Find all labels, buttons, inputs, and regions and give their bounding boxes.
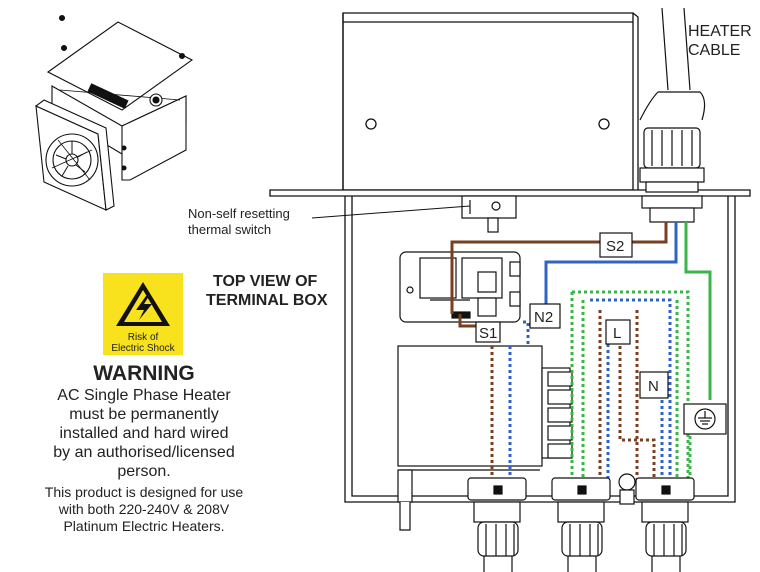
warning-body-line-3: installed and hard wired: [60, 425, 229, 442]
sign-caption-line-2: Electric Shock: [111, 343, 175, 354]
terminal-earth: [683, 403, 727, 435]
warning-sign: Risk of Electric Shock: [103, 273, 183, 355]
terminal-n: N: [639, 371, 669, 399]
thermal-switch-label-line-2: thermal switch: [188, 222, 271, 237]
thermal-switch: [461, 195, 517, 233]
wire-live-heater: [450, 222, 668, 314]
high-voltage-icon: [116, 282, 170, 326]
sign-caption-line-1: Risk of: [128, 332, 159, 343]
earth-icon: [694, 408, 716, 430]
warning-title: WARNING: [93, 362, 195, 385]
heater-cable: [639, 7, 706, 223]
wire-earth-heater: [684, 222, 712, 400]
terminal-l-label: L: [613, 325, 621, 342]
terminal-n2-label: N2: [534, 309, 553, 326]
terminal-s2: S2: [599, 232, 633, 258]
incoming-wires: [490, 290, 692, 485]
warning-note-line-1: This product is designed for use: [45, 484, 244, 500]
warning-body-line-4: by an authorised/licensed: [53, 444, 234, 461]
warning-body-line-2: must be permanently: [69, 406, 218, 423]
thermal-switch-leader: [311, 205, 471, 219]
box-bottom-hardware: [397, 469, 636, 531]
warning-body-line-5: person.: [117, 463, 170, 480]
terminal-s2-label: S2: [606, 238, 624, 255]
wire-live-s1: [458, 314, 476, 328]
terminal-s1: S1: [475, 321, 501, 343]
terminal-l: L: [605, 319, 631, 345]
cable-gland-1: [467, 477, 527, 572]
heater-cable-label-line-2: CABLE: [688, 42, 740, 59]
warning-note-line-2: with both 220-240V & 208V: [58, 501, 230, 517]
cable-gland-2: [551, 477, 611, 572]
warning-note-line-3: Platinum Electric Heaters.: [63, 518, 224, 534]
terminal-box: [344, 196, 736, 503]
terminal-n2: N2: [529, 303, 561, 329]
wire-neutral-heater: [544, 222, 678, 310]
cable-gland-3: [635, 477, 695, 572]
contactor: [399, 251, 521, 323]
heater-housing: [269, 12, 751, 197]
terminal-block: [397, 345, 573, 471]
heater-cable-label-line-1: HEATER: [688, 23, 752, 40]
warning-body-line-1: AC Single Phase Heater: [57, 387, 231, 404]
top-view-label-line-1: TOP VIEW OF: [213, 273, 318, 290]
top-view-label-line-2: TERMINAL BOX: [206, 292, 328, 309]
terminal-n-label: N: [648, 378, 659, 395]
thermal-switch-label-line-1: Non-self resetting: [188, 206, 290, 221]
terminal-s1-label: S1: [479, 325, 497, 342]
heater-unit-illustration: [34, 14, 194, 211]
